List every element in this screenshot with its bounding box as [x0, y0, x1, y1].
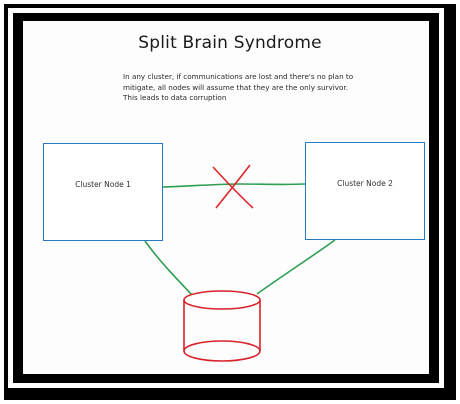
diagram-title: Split Brain Syndrome — [138, 33, 322, 53]
cluster-node-2-label: Cluster Node 2 — [337, 179, 393, 188]
cluster-node-2: Cluster Node 2 — [305, 142, 425, 240]
diagram-description: In any cluster, if communications are lo… — [123, 72, 354, 102]
node1-storage-line — [144, 240, 193, 296]
node-link-line — [162, 183, 306, 188]
cluster-node-1: Cluster Node 1 — [43, 143, 163, 241]
database-cylinder-icon — [183, 290, 261, 362]
red-x-icon — [212, 164, 254, 209]
cluster-node-1-label: Cluster Node 1 — [75, 180, 131, 189]
node2-storage-line — [256, 239, 336, 295]
